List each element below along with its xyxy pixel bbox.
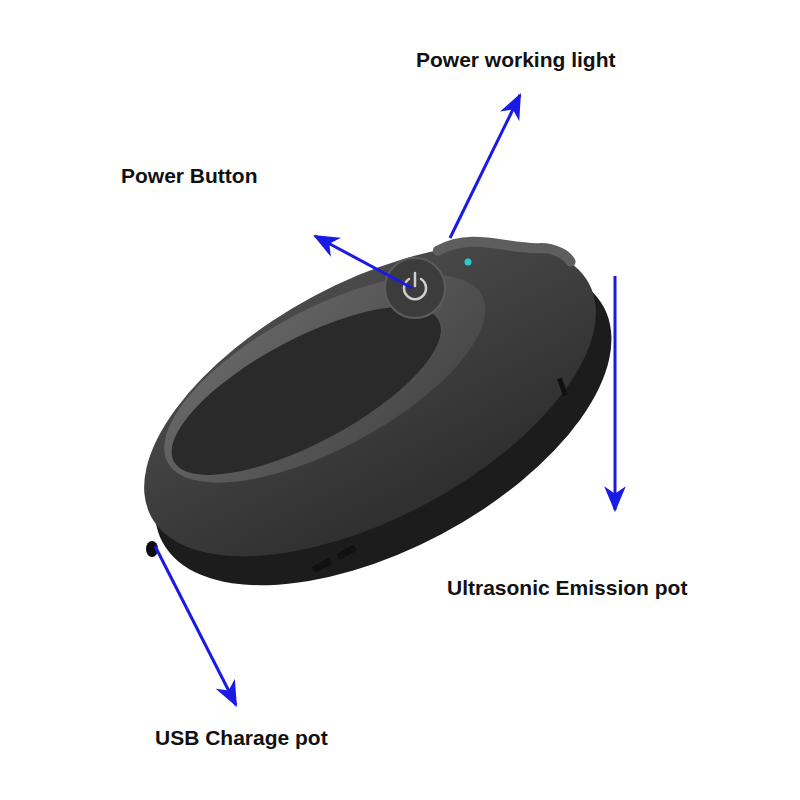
port-slot [336,544,357,560]
callout-label: Power Button [121,164,258,188]
panel-rim [135,233,515,524]
device-top [96,179,645,620]
side-slot [557,378,568,397]
swoosh [438,198,571,314]
callout-label: USB Charage pot [155,726,328,750]
callout-label: Power working light [416,48,616,72]
leader-arrow [614,276,617,510]
power-icon [414,273,417,286]
leader-arrow [450,95,520,238]
power-button [385,258,445,318]
leader-arrow [155,546,236,705]
leader-arrow [315,236,412,288]
indicator-light [465,259,472,266]
callout-label: Ultrasonic Emission pot [447,576,687,600]
port-slot [312,558,333,574]
